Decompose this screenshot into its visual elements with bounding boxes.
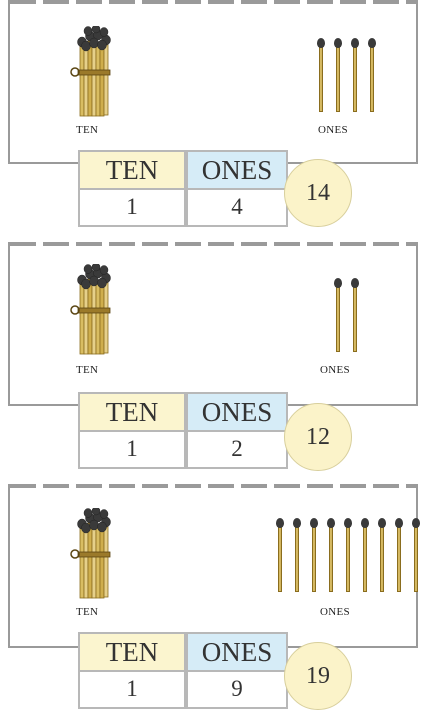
ones-group-label: ONES	[318, 124, 348, 136]
ten-value-cell: 1	[78, 190, 186, 227]
matchstick-icon	[334, 38, 342, 112]
matchstick-icon	[378, 518, 386, 592]
ones-matchsticks	[317, 38, 385, 112]
place-value-table: TEN ONES 1 9	[78, 632, 288, 716]
matchstick-icon	[395, 518, 403, 592]
matchstick-icon	[334, 278, 342, 352]
ten-value-cell: 1	[78, 672, 186, 709]
place-value-table: TEN ONES 1 4	[78, 150, 288, 234]
ten-group-label: TEN	[76, 364, 99, 376]
ten-value-cell: 1	[78, 432, 186, 469]
ones-value-cell: 9	[186, 672, 288, 709]
dashed-top-border	[10, 484, 416, 488]
ones-column-header: ONES	[186, 392, 288, 432]
ones-value-cell: 4	[186, 190, 288, 227]
ones-column-header: ONES	[186, 632, 288, 672]
total-number-circle: 14	[284, 159, 352, 227]
matchstick-icon	[361, 518, 369, 592]
place-value-table: TEN ONES 1 2	[78, 392, 288, 476]
ten-column-header: TEN	[78, 150, 186, 190]
ones-matchsticks	[276, 518, 426, 592]
matchstick-icon	[412, 518, 420, 592]
ones-column-header: ONES	[186, 150, 288, 190]
ones-group-label: ONES	[320, 364, 350, 376]
place-value-panel-1: TEN ONES TEN ONES 1 4 14	[0, 0, 426, 230]
ten-group-label: TEN	[76, 606, 99, 618]
ones-value-cell: 2	[186, 432, 288, 469]
matchstick-icon	[276, 518, 284, 592]
bundle-of-ten-matchsticks-icon	[68, 26, 120, 118]
matchstick-icon	[368, 38, 376, 112]
bundle-of-ten-matchsticks-icon	[68, 508, 120, 600]
matchstick-icon	[317, 38, 325, 112]
ones-group-label: ONES	[320, 606, 350, 618]
matchstick-icon	[351, 278, 359, 352]
matchstick-icon	[344, 518, 352, 592]
ones-matchsticks	[334, 278, 368, 352]
total-number-circle: 19	[284, 642, 352, 710]
matchstick-icon	[351, 38, 359, 112]
bundle-of-ten-matchsticks-icon	[68, 264, 120, 356]
place-value-panel-3: TEN ONES TEN ONES 1 9 19	[0, 484, 426, 714]
dashed-top-border	[10, 0, 416, 4]
ten-column-header: TEN	[78, 392, 186, 432]
matchstick-icon	[293, 518, 301, 592]
ten-column-header: TEN	[78, 632, 186, 672]
place-value-panel-2: TEN ONES TEN ONES 1 2 12	[0, 242, 426, 472]
matchstick-icon	[327, 518, 335, 592]
ten-group-label: TEN	[76, 124, 99, 136]
matchstick-icon	[310, 518, 318, 592]
dashed-top-border	[10, 242, 416, 246]
total-number-circle: 12	[284, 403, 352, 471]
